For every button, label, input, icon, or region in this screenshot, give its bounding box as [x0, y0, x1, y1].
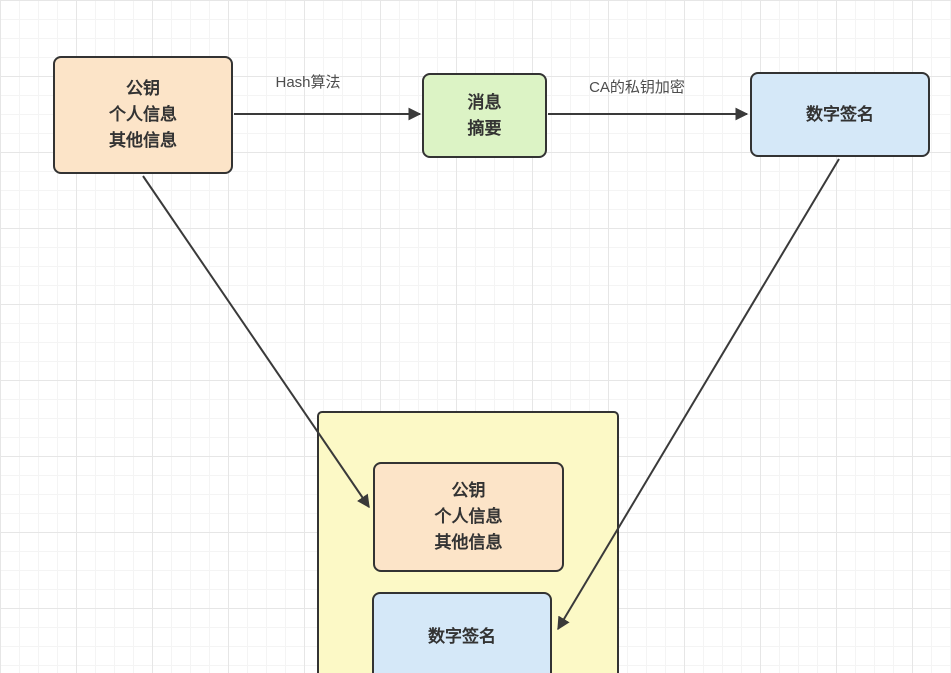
edge-label-hash-algorithm[interactable]: Hash算法 [275, 74, 341, 91]
node-message-digest[interactable]: 消息 摘要 [422, 73, 547, 158]
node-cert-info-inner[interactable]: 公钥 个人信息 其他信息 [373, 462, 564, 572]
node-digital-signature-top[interactable]: 数字签名 [750, 72, 930, 157]
node-cert-info-inner-label: 公钥 个人信息 其他信息 [434, 481, 503, 552]
node-message-digest-label: 消息 摘要 [467, 92, 502, 138]
node-digital-signature-inner-label: 数字签名 [428, 627, 496, 646]
edge-label-ca-private-key-encrypt[interactable]: CA的私钥加密 [589, 79, 685, 96]
node-cert-info-top[interactable]: 公钥 个人信息 其他信息 [53, 56, 233, 174]
node-cert-info-top-label: 公钥 个人信息 其他信息 [109, 79, 177, 150]
node-digital-signature-top-label: 数字签名 [806, 104, 874, 124]
node-digital-signature-inner[interactable]: 数字签名 [372, 592, 552, 673]
